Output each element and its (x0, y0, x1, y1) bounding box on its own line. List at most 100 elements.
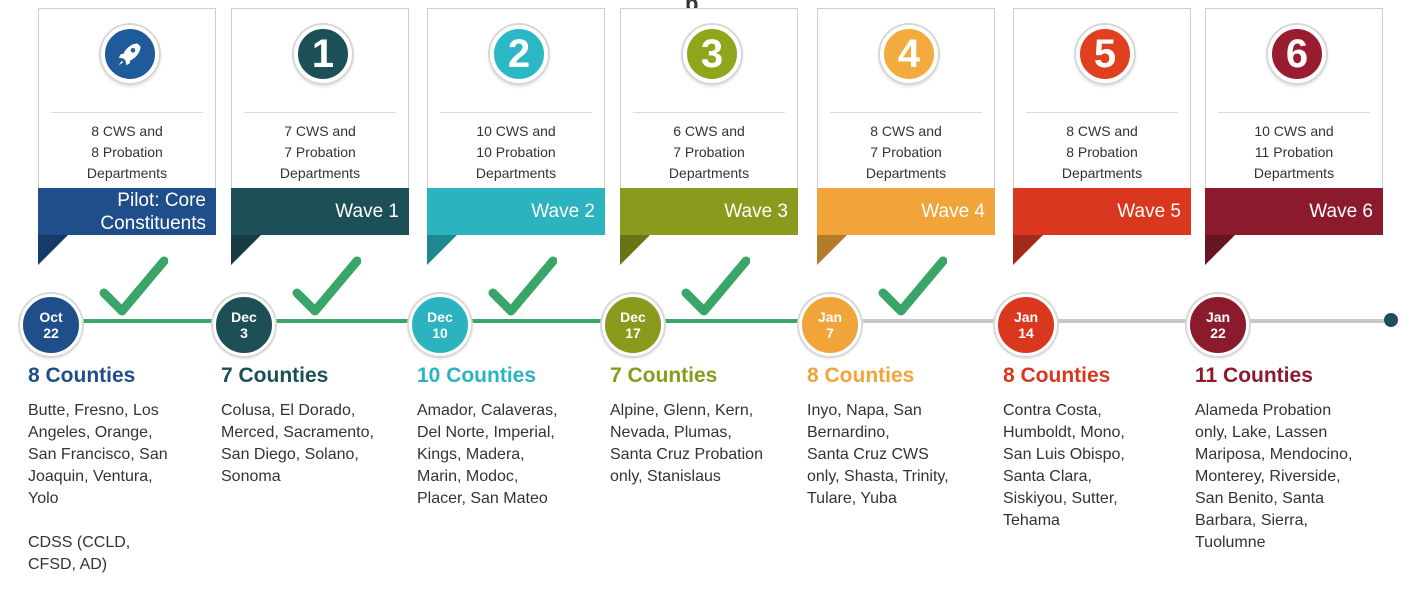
wave-banner: Wave 3 (620, 188, 798, 235)
banner-flag (1013, 235, 1043, 265)
wave-card: 6 10 CWS and 11 Probation Departments (1205, 8, 1383, 189)
departments-summary: 10 CWS and 11 Probation Departments (1253, 123, 1335, 181)
wave-column-6: 5 8 CWS and 8 Probation Departments Wave… (995, 0, 1213, 592)
timeline-segment (1249, 319, 1384, 323)
wave-banner: Wave 2 (427, 188, 605, 235)
timeline-end-dot (1384, 313, 1398, 327)
counties-list: Colusa, El Dorado, Merced, Sacramento, S… (221, 402, 374, 485)
milestone-month: Dec (427, 309, 453, 325)
counties-list: Contra Costa, Humboldt, Mono, San Luis O… (1003, 402, 1125, 529)
milestone-date: Jan 7 (799, 294, 861, 356)
card-divider (51, 112, 203, 113)
banner-flag (38, 235, 68, 265)
wave-column-5: 4 8 CWS and 7 Probation Departments Wave… (799, 0, 1017, 592)
wave-badge: 4 (880, 25, 938, 83)
wave-banner: Wave 1 (231, 188, 409, 235)
counties-list: Inyo, Napa, San Bernardino, Santa Cruz C… (807, 402, 949, 507)
milestone-date: Jan 14 (995, 294, 1057, 356)
milestone-date: Dec 3 (213, 294, 275, 356)
counties-count: 8 Counties (807, 364, 915, 387)
card-divider (830, 112, 982, 113)
milestone-month: Dec (231, 309, 257, 325)
wave-card: 4 8 CWS and 7 Probation Departments (817, 8, 995, 189)
wave-banner-label: Pilot: Core Constituents (100, 190, 206, 234)
milestone-day: 22 (1210, 325, 1226, 341)
check-icon (99, 256, 168, 316)
wave-card: 5 8 CWS and 8 Probation Departments (1013, 8, 1191, 189)
card-divider (633, 112, 785, 113)
departments-summary: 6 CWS and 7 Probation Departments (668, 123, 750, 181)
wave-banner-label: Wave 3 (724, 201, 788, 222)
wave-column-7: 6 10 CWS and 11 Probation Departments Wa… (1187, 0, 1405, 592)
check-icon (292, 256, 361, 316)
timeline-segment (861, 319, 995, 323)
counties-count: 7 Counties (610, 364, 718, 387)
counties-list: Alameda Probation only, Lake, Lassen Mar… (1195, 402, 1353, 551)
banner-flag (817, 235, 847, 265)
wave-banner: Wave 4 (817, 188, 995, 235)
milestone-month: Jan (1013, 309, 1039, 325)
counties-count: 11 Counties (1195, 364, 1313, 387)
timeline-segment (1057, 319, 1187, 323)
counties-count: 8 Counties (28, 364, 136, 387)
wave-badge (101, 25, 159, 83)
milestone-month: Dec (620, 309, 646, 325)
milestone-month: Jan (1205, 309, 1231, 325)
wave-badge: 2 (490, 25, 548, 83)
wave-banner-label: Wave 4 (921, 201, 985, 222)
milestone-month: Oct (39, 309, 63, 325)
counties-count: 10 Counties (417, 364, 537, 387)
milestone-day: 22 (43, 325, 59, 341)
wave-card: 3 6 CWS and 7 Probation Departments (620, 8, 798, 189)
wave-column-2: 1 7 CWS and 7 Probation Departments Wave… (213, 0, 431, 592)
wave-banner-label: Wave 6 (1309, 201, 1373, 222)
milestone-day: 14 (1018, 325, 1034, 341)
departments-summary: 10 CWS and 10 Probation Departments (475, 123, 557, 181)
counties-count: 8 Counties (1003, 364, 1111, 387)
counties-count: 7 Counties (221, 364, 329, 387)
wave-banner-label: Wave 2 (531, 201, 595, 222)
milestone-month: Jan (817, 309, 843, 325)
card-divider (440, 112, 592, 113)
wave-banner-label: Wave 5 (1117, 201, 1181, 222)
departments-summary: 8 CWS and 8 Probation Departments (1061, 123, 1143, 181)
wave-column-4: 3 6 CWS and 7 Probation Departments Wave… (602, 0, 820, 592)
milestone-day: 3 (240, 325, 248, 341)
wave-badge: 5 (1076, 25, 1134, 83)
card-divider (244, 112, 396, 113)
wave-banner: Wave 6 (1205, 188, 1383, 235)
card-divider (1218, 112, 1370, 113)
milestone-day: 10 (432, 325, 448, 341)
counties-list: Alpine, Glenn, Kern, Nevada, Plumas, San… (610, 402, 763, 485)
banner-flag (1205, 235, 1235, 265)
departments-summary: 8 CWS and 7 Probation Departments (865, 123, 947, 181)
banner-flag (427, 235, 457, 265)
rocket-icon (118, 43, 141, 66)
check-icon (488, 256, 557, 316)
counties-list: Amador, Calaveras, Del Norte, Imperial, … (417, 402, 558, 507)
wave-badge: 6 (1268, 25, 1326, 83)
wave-banner-label: Wave 1 (335, 201, 399, 222)
banner-flag (620, 235, 650, 265)
milestone-date: Dec 10 (409, 294, 471, 356)
wave-column-3: 2 10 CWS and 10 Probation Departments Wa… (409, 0, 627, 592)
departments-summary: 7 CWS and 7 Probation Departments (279, 123, 361, 181)
timeline-segment (82, 319, 213, 323)
milestone-day: 7 (826, 325, 834, 341)
milestone-day: 17 (625, 325, 641, 341)
departments-summary: 8 CWS and 8 Probation Departments (86, 123, 168, 181)
wave-card: 8 CWS and 8 Probation Departments (38, 8, 216, 189)
milestone-date: Oct 22 (20, 294, 82, 356)
timeline-segment (275, 319, 409, 323)
milestone-date: Dec 17 (602, 294, 664, 356)
banner-flag (231, 235, 261, 265)
wave-badge: 3 (683, 25, 741, 83)
check-icon (878, 256, 947, 316)
wave-card: 1 7 CWS and 7 Probation Departments (231, 8, 409, 189)
wave-badge: 1 (294, 25, 352, 83)
wave-column-1: 8 CWS and 8 Probation Departments Pilot:… (20, 0, 238, 592)
timeline-segment (664, 319, 799, 323)
card-divider (1026, 112, 1178, 113)
wave-banner: Wave 5 (1013, 188, 1191, 235)
timeline-segment (471, 319, 602, 323)
